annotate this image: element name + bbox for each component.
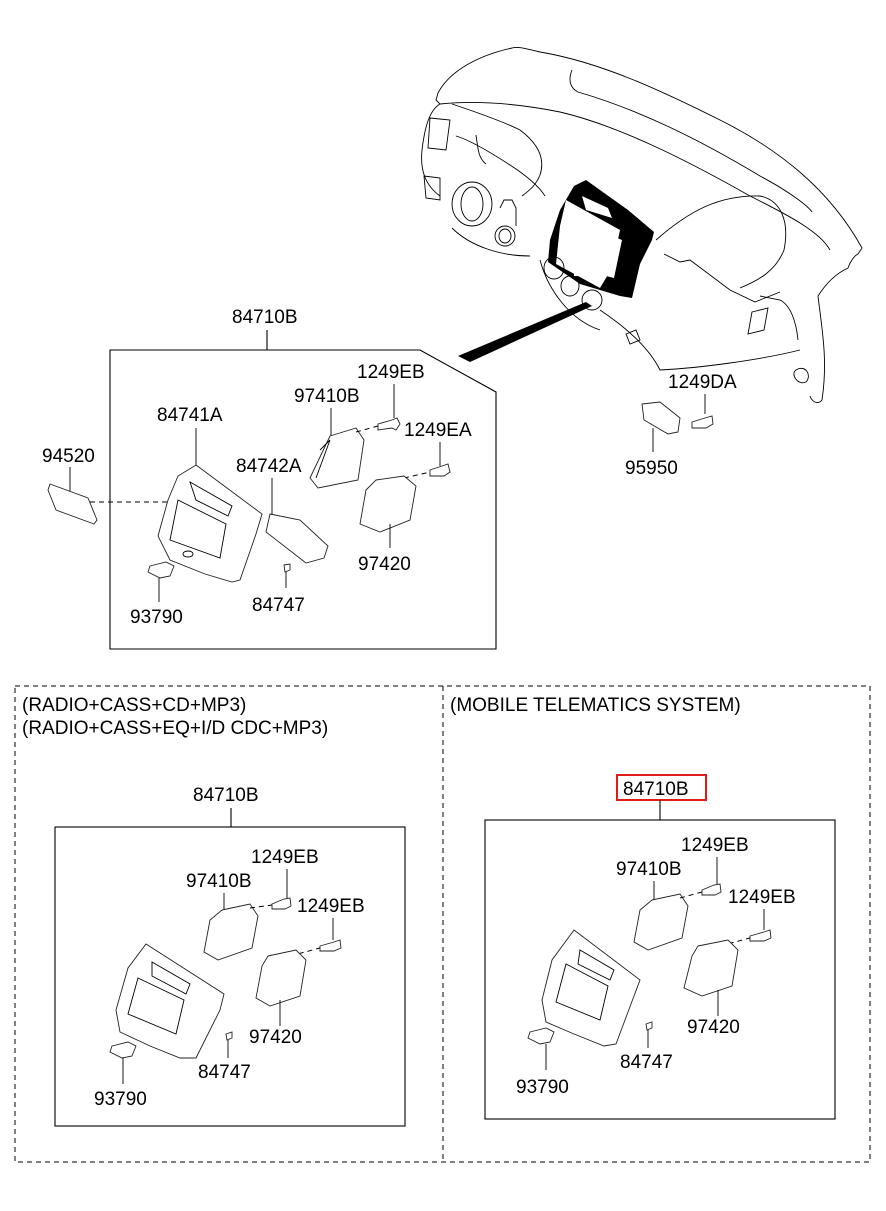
label-97420-right[interactable]: 97420: [687, 1017, 740, 1038]
label-94520[interactable]: 94520: [42, 446, 95, 467]
label-97410B[interactable]: 97410B: [294, 386, 360, 407]
assembly-box: [109, 349, 497, 650]
label-84710B-right-highlighted[interactable]: 84710B: [623, 779, 689, 800]
label-1249DA[interactable]: 1249DA: [668, 372, 737, 393]
part-97420-vent[interactable]: [359, 475, 417, 533]
assembly-box-right: [484, 819, 836, 1120]
part-93790-right[interactable]: [527, 1027, 555, 1045]
label-1249EB-right-a[interactable]: 1249EB: [681, 835, 749, 856]
label-1249EB-right-b[interactable]: 1249EB: [728, 887, 796, 908]
part-95950-module[interactable]: [641, 401, 681, 435]
part-94520-switch[interactable]: [47, 483, 98, 525]
part-1249EB-right-b[interactable]: [749, 929, 772, 942]
label-84742A[interactable]: 84742A: [236, 456, 302, 477]
part-1249DA-screw[interactable]: [691, 415, 714, 429]
part-84747-left[interactable]: [225, 1031, 233, 1041]
label-84747-left[interactable]: 84747: [198, 1062, 251, 1083]
label-93790-right[interactable]: 93790: [516, 1077, 569, 1098]
highlight-box: [616, 774, 707, 801]
label-1249EB[interactable]: 1249EB: [357, 362, 425, 383]
label-84741A[interactable]: 84741A: [157, 405, 223, 426]
part-97420-right[interactable]: [683, 939, 739, 997]
part-97410B-left[interactable]: [203, 903, 259, 961]
part-97410B-vent[interactable]: [309, 427, 365, 489]
part-1249EB-left-b[interactable]: [319, 939, 342, 952]
part-1249EB-right-a[interactable]: [701, 883, 722, 896]
part-1249EA-screw[interactable]: [429, 463, 451, 477]
dashboard-illustration: [421, 47, 863, 403]
main-assembly-group: 84710B 94520 84741A 84742A 97410B 1249EB…: [42, 307, 497, 650]
label-84710B-left[interactable]: 84710B: [193, 785, 259, 806]
part-93790-left[interactable]: [109, 1041, 137, 1059]
assembly-box-left: [54, 826, 406, 1127]
side-group: 1249DA 95950: [625, 372, 737, 479]
part-fascia-left[interactable]: [115, 943, 225, 1059]
variant-left-group: (RADIO+CASS+CD+MP3) (RADIO+CASS+EQ+I/D C…: [22, 695, 406, 1127]
variant-left-caption-2: (RADIO+CASS+EQ+I/D CDC+MP3): [22, 718, 328, 739]
label-93790-left[interactable]: 93790: [94, 1089, 147, 1110]
part-97410B-right[interactable]: [633, 893, 689, 951]
part-84747-right[interactable]: [645, 1021, 653, 1031]
part-84742A-bracket[interactable]: [265, 513, 329, 564]
label-95950[interactable]: 95950: [625, 458, 678, 479]
label-97420-left[interactable]: 97420: [249, 1027, 302, 1048]
label-84747-right[interactable]: 84747: [620, 1052, 673, 1073]
variant-right-caption: (MOBILE TELEMATICS SYSTEM): [450, 695, 741, 716]
label-97420[interactable]: 97420: [358, 554, 411, 575]
label-1249EA[interactable]: 1249EA: [404, 420, 472, 441]
label-1249EB-left-a[interactable]: 1249EB: [251, 847, 319, 868]
part-1249EB-screw[interactable]: [377, 417, 401, 431]
label-93790[interactable]: 93790: [130, 607, 183, 628]
part-97420-left[interactable]: [255, 949, 307, 1007]
part-84747-nut[interactable]: [283, 563, 291, 573]
label-84747[interactable]: 84747: [252, 595, 305, 616]
variant-right-group: (MOBILE TELEMATICS SYSTEM) 84710B 1249EB…: [450, 695, 836, 1120]
label-97410B-right[interactable]: 97410B: [616, 859, 682, 880]
label-84710B[interactable]: 84710B: [232, 307, 298, 328]
variant-left-caption-1: (RADIO+CASS+CD+MP3): [22, 695, 246, 716]
label-1249EB-left-b[interactable]: 1249EB: [297, 896, 365, 917]
part-93790-clip[interactable]: [147, 561, 175, 579]
label-97410B-left[interactable]: 97410B: [186, 871, 252, 892]
part-fascia-right[interactable]: [541, 929, 641, 1047]
part-84741A-fascia[interactable]: [157, 464, 263, 583]
part-1249EB-left-a[interactable]: [271, 897, 292, 910]
